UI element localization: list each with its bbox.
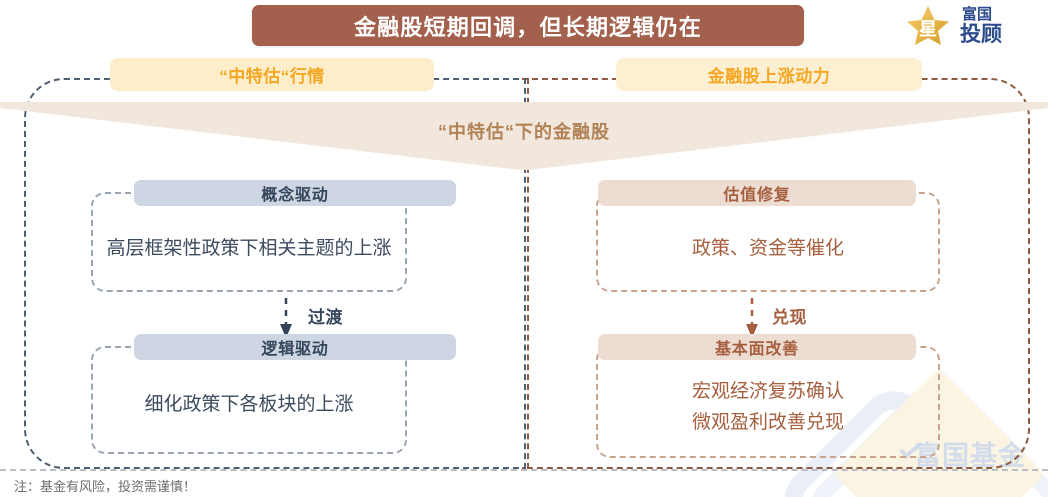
right-block-2-title-text: 基本面改善 — [714, 341, 799, 358]
right-block-2-title: 基本面改善 — [598, 334, 916, 360]
right-block-2-body-line2: 微观盈利改善兑现 — [691, 412, 844, 433]
left-column-header-text: “中特估“行情 — [219, 67, 325, 86]
right-block-1-title: 估值修复 — [598, 180, 916, 206]
right-block-2-body: 宏观经济复苏确认 微观盈利改善兑现 — [596, 376, 940, 438]
left-column-header: “中特估“行情 — [110, 58, 434, 91]
footer-disclaimer: 注：基金有风险，投资需谨慎！ — [14, 479, 197, 494]
page-title: 金融股短期回调，但长期逻辑仍在 — [252, 5, 804, 46]
left-block-1-title: 概念驱动 — [134, 180, 456, 206]
svg-text:星: 星 — [919, 19, 937, 39]
page-title-text: 金融股短期回调，但长期逻辑仍在 — [353, 14, 702, 40]
left-block-1-body: 高层框架性政策下相关主题的上涨 — [106, 238, 392, 259]
svg-text:投顾: 投顾 — [960, 22, 1002, 46]
left-block-2-title: 逻辑驱动 — [134, 334, 456, 360]
left-block-2-title-text: 逻辑驱动 — [261, 341, 329, 358]
left-frame-seam — [524, 78, 526, 469]
brand-logo: 星 富国 投顾 — [902, 2, 1036, 46]
right-block-1-title-text: 估值修复 — [723, 187, 791, 204]
left-block-2-body: 细化政策下各板块的上涨 — [144, 394, 354, 415]
left-block-1-title-text: 概念驱动 — [261, 187, 329, 204]
right-block-1-body: 政策、资金等催化 — [691, 238, 844, 259]
left-transition-arrow — [272, 296, 312, 340]
svg-text:富国: 富国 — [962, 5, 992, 23]
funnel-label: “中特估“下的金融股 — [438, 122, 610, 142]
right-transition-arrow — [738, 296, 778, 340]
left-transition-label: 过渡 — [308, 308, 343, 327]
right-column-header: 金融股上涨动力 — [616, 58, 922, 91]
right-transition-label: 兑现 — [772, 308, 807, 327]
right-column-header-text: 金融股上涨动力 — [707, 67, 831, 86]
right-frame-seam — [527, 78, 529, 469]
footer-divider — [0, 469, 1048, 471]
funnel-shape — [0, 100, 1048, 172]
star-icon — [907, 6, 949, 45]
right-block-2-body-line1: 宏观经济复苏确认 — [691, 381, 844, 402]
